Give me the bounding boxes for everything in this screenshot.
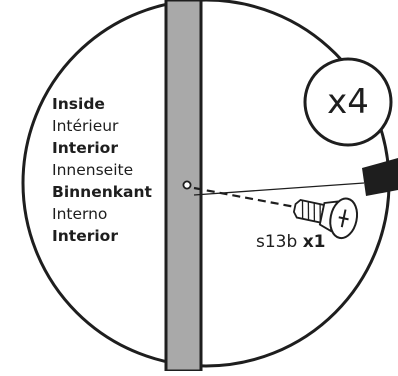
quantity-badge-text: x4 (327, 82, 369, 122)
side-label-it: Interno (52, 205, 108, 223)
side-label-de: Innenseite (52, 161, 134, 179)
side-label-en: Inside (52, 95, 105, 113)
side-label-pt: Interior (52, 227, 118, 245)
screw-quantity: x1 (302, 232, 326, 252)
screw-code: s13b (256, 232, 298, 252)
bracket-edge (362, 158, 398, 196)
side-label-nl: Binnenkant (52, 183, 152, 201)
screw-icon (292, 197, 359, 240)
side-label-es: Interior (52, 139, 118, 157)
pilot-hole-icon (182, 180, 192, 190)
side-label-fr: Intérieur (52, 117, 119, 135)
screw-label: s13b x1 (256, 232, 325, 252)
insertion-path (193, 186, 307, 211)
quantity-badge (303, 57, 393, 147)
side-label-list: Inside Intérieur Interior Innenseite Bin… (52, 93, 172, 247)
